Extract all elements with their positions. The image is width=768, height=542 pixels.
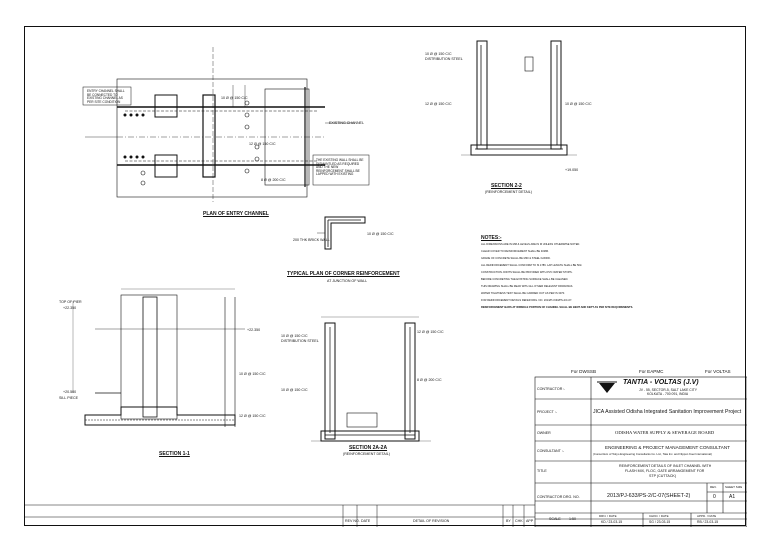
project-label: PROJECT :- <box>537 410 557 414</box>
corner-subtitle: AT JUNCTION OF WALL <box>327 279 368 283</box>
bar-callout-plan-2: 12 Ø @ 150 C/C <box>249 142 276 146</box>
approved-label: APPD. / DATE <box>697 514 717 518</box>
note-item: CONSTRUCTION JOINTS SHALL BE PROVIDED WI… <box>481 271 573 274</box>
level-s11-right: +22.350 <box>247 328 261 332</box>
consultant-name: ENGINEERING & PROJECT MANAGEMENT CONSULT… <box>605 445 730 450</box>
title-label: TITLE <box>537 469 547 473</box>
rev-by-header: BY <box>506 519 511 523</box>
brick-wall-label: 200 THK BRICK WALL <box>293 238 330 242</box>
bar-callout-s11-1: 10 Ø @ 150 C/C <box>239 372 266 376</box>
drawn-label: DRN. / DATE <box>599 514 617 518</box>
plan-entry-title: PLAN OF ENTRY CHANNEL <box>203 211 269 217</box>
owner-name: ODISHA WATER SUPPLY & SEWERAGE BOARD <box>615 430 715 435</box>
consultant-sub: (Consortium of Tokyo Engineering Consult… <box>593 452 712 456</box>
rev-value: 0 <box>713 494 716 500</box>
project-name: JICA Assisted Odisha Integrated Sanitati… <box>593 409 742 415</box>
note-item: ALL DIMENSIONS ARE IN MM & LEVELS ARE IN… <box>481 243 581 246</box>
drawing-sheet: PLAN OF ENTRY CHANNEL ENTRY CHANNEL SHAL… <box>24 26 747 527</box>
contractor-label: CONTRACTOR :- <box>537 387 566 391</box>
rev-no-header: REV NO. <box>345 519 360 523</box>
section-2a-subtitle: (REINFORCEMENT DETAIL) <box>343 452 390 456</box>
title-line-3: STP (CUTTACK) <box>649 474 677 478</box>
plan-note-right: THE EXISTING WALL SHALL BE DISMANTLED AS… <box>316 158 364 177</box>
checked-label: CHKD. / DATE <box>649 514 669 518</box>
rev-detail-header: DETAIL OF REVISION <box>413 519 450 523</box>
approval-eapmc: For EAPMC <box>639 369 664 374</box>
bar-callout-plan-3: 8 Ø @ 200 C/C <box>261 178 286 182</box>
bar-callout-s2a-3: 8 Ø @ 200 C/C <box>417 378 442 382</box>
bar-callout-s11-2: 12 Ø @ 150 C/C <box>239 414 266 418</box>
title-line-2: FLASH MIX, FLOC, GATE ARRANGEMENT FOR <box>625 469 705 473</box>
note-item: BEFORE CONCRETING THE EXISTING SURFACE S… <box>481 278 569 281</box>
revision-table <box>25 504 535 527</box>
rev-label: REV. <box>710 485 717 489</box>
consultant-label: CONSULTANT :- <box>537 449 564 453</box>
note-item: WATER TIGHTNESS TEST SHALL BE CARRIED OU… <box>481 292 565 295</box>
level-top-of-pier: +22.350 <box>63 306 77 310</box>
dist-steel-s22: DISTRIBUTION STEEL <box>425 57 463 61</box>
title-line-1: REINFORCEMENT DETAILS OF INLET CHANNEL W… <box>619 464 712 468</box>
section-22-subtitle: (REINFORCEMENT DETAIL) <box>485 190 532 194</box>
note-item: FOR REINFORCEMENT DETAILS REFER DRG. NO.… <box>481 299 573 302</box>
section-2a-2a <box>311 316 431 442</box>
section-2a-title: SECTION 2A-2A <box>349 445 388 451</box>
rev-chk-header: CHK <box>515 519 523 523</box>
note-item: ALL REINFORCEMENT SHALL CONFORM TO IS 17… <box>481 264 582 267</box>
note-item: GRADE OF CONCRETE SHALL BE M30 & STEEL F… <box>481 257 551 260</box>
notes-title: NOTES:- <box>481 235 502 241</box>
corner-title: TYPICAL PLAN OF CORNER REINFORCEMENT <box>287 271 400 277</box>
bar-callout-s2a-1: 10 Ø @ 150 C/C <box>281 334 308 338</box>
note-item: THIS DRAWING SHALL BE READ WITH ALL OTHE… <box>481 285 574 288</box>
scale-value: 1:50 <box>569 517 576 521</box>
section-22-title: SECTION 2-2 <box>491 183 522 189</box>
approval-dwssb: For DWSSB <box>571 369 597 374</box>
top-of-pier-label: TOP OF PIER <box>59 300 82 304</box>
drg-no-label: CONTRACTOR DRG. NO. <box>537 495 580 499</box>
section-1-1 <box>72 288 245 427</box>
sheet-size-label: SHEET SIZE <box>725 485 743 489</box>
plan-note-left: ENTRY CHANNEL SHALL BE CONNECTED TO EXIS… <box>87 89 125 104</box>
bar-callout-s22-1: 10 Ø @ 150 C/C <box>425 52 452 56</box>
note-item: CLEAR COVER TO REINFORCEMENT SHALL BE 40… <box>481 250 549 253</box>
bar-callout-s2a-4: 10 Ø @ 150 C/C <box>281 388 308 392</box>
approval-voltas: For VOLTAS <box>705 369 731 374</box>
section-2-2 <box>461 40 577 156</box>
drg-no: 2013/PJ-633/PS-2/C-07(SHEET-2) <box>607 493 691 499</box>
rev-app-header: APP <box>526 519 534 523</box>
corner-reinforcement <box>317 216 366 250</box>
plan-entry-channel <box>82 47 370 202</box>
drawn-value: KD / 23-03-15 <box>601 520 623 524</box>
title-block <box>534 376 747 527</box>
bar-callout-s2a-2: 12 Ø @ 150 C/C <box>417 330 444 334</box>
sill-piece-label: SILL PIECE <box>59 396 79 400</box>
bar-callout-corner: 10 Ø @ 150 C/C <box>367 232 394 236</box>
scale-label: SCALE <box>549 517 561 521</box>
contractor-name: TANTIA - VOLTAS (J.V) <box>623 379 699 386</box>
rev-date-header: DATE <box>361 519 371 523</box>
checked-value: SG / 23-03-15 <box>649 520 671 524</box>
contractor-address-2: KOLKATA - 700 091, INDIA <box>647 392 689 396</box>
approved-value: RB / 23-03-15 <box>697 520 719 524</box>
level-sill: +20.500 <box>63 390 77 394</box>
bar-callout-s22-3: 10 Ø @ 150 C/C <box>565 102 592 106</box>
bar-callout-s22-2: 12 Ø @ 150 C/C <box>425 102 452 106</box>
bar-callout-plan-1: 10 Ø @ 150 C/C <box>221 96 248 100</box>
level-s22: +19.050 <box>565 168 579 172</box>
existing-channel-label: EXISTING CHANNEL <box>329 121 364 125</box>
section-1-title: SECTION 1-1 <box>159 451 190 457</box>
sheet-size-value: A1 <box>729 494 736 500</box>
owner-label: OWNER <box>537 431 551 435</box>
drawing-canvas <box>25 40 747 527</box>
contractor-address-1: JV - 55, SECTOR-5, SALT LAKE CITY <box>639 388 698 392</box>
dist-steel-s2a: DISTRIBUTION STEEL <box>281 339 319 343</box>
note-item: REINFORCEMENT BARS AT WRINKLE PORTION OF… <box>481 306 634 309</box>
